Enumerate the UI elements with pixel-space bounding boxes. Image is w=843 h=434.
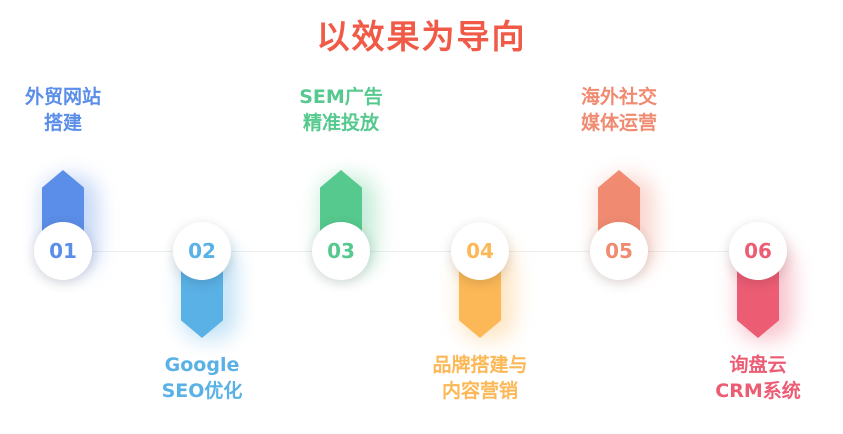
step-6-label: 询盘云 CRM系统	[688, 352, 828, 404]
step-4-label-line1: 品牌搭建与	[432, 354, 528, 376]
step-5-label-line1: 海外社交	[580, 86, 657, 108]
step-4-label-line2: 内容营销	[441, 380, 518, 402]
step-3-number-circle: 03	[312, 222, 370, 280]
step-2-label: Google SEO优化	[132, 352, 272, 404]
step-6-label-line2: CRM系统	[715, 380, 801, 402]
step-3-label-line1: SEM广告	[299, 86, 383, 108]
step-6-number-circle: 06	[729, 222, 787, 280]
step-3-label: SEM广告 精准投放	[271, 84, 411, 136]
step-1-label-line1: 外贸网站	[24, 86, 101, 108]
step-2-number-circle: 02	[173, 222, 231, 280]
timeline-connector-line	[90, 251, 760, 252]
step-6-label-line1: 询盘云	[729, 354, 787, 376]
step-1-number-circle: 01	[34, 222, 92, 280]
step-4-label: 品牌搭建与 内容营销	[410, 352, 550, 404]
step-2-label-line2: SEO优化	[161, 380, 243, 402]
step-5-number-circle: 05	[590, 222, 648, 280]
step-5-label-line2: 媒体运营	[580, 112, 657, 134]
step-4-number-circle: 04	[451, 222, 509, 280]
step-2-label-line1: Google	[164, 354, 240, 376]
step-5-label: 海外社交 媒体运营	[549, 84, 689, 136]
page-title: 以效果为导向	[316, 17, 527, 56]
step-1-label-line2: 搭建	[43, 112, 82, 134]
step-1-label: 外贸网站 搭建	[0, 84, 133, 136]
step-3-label-line2: 精准投放	[302, 112, 379, 134]
